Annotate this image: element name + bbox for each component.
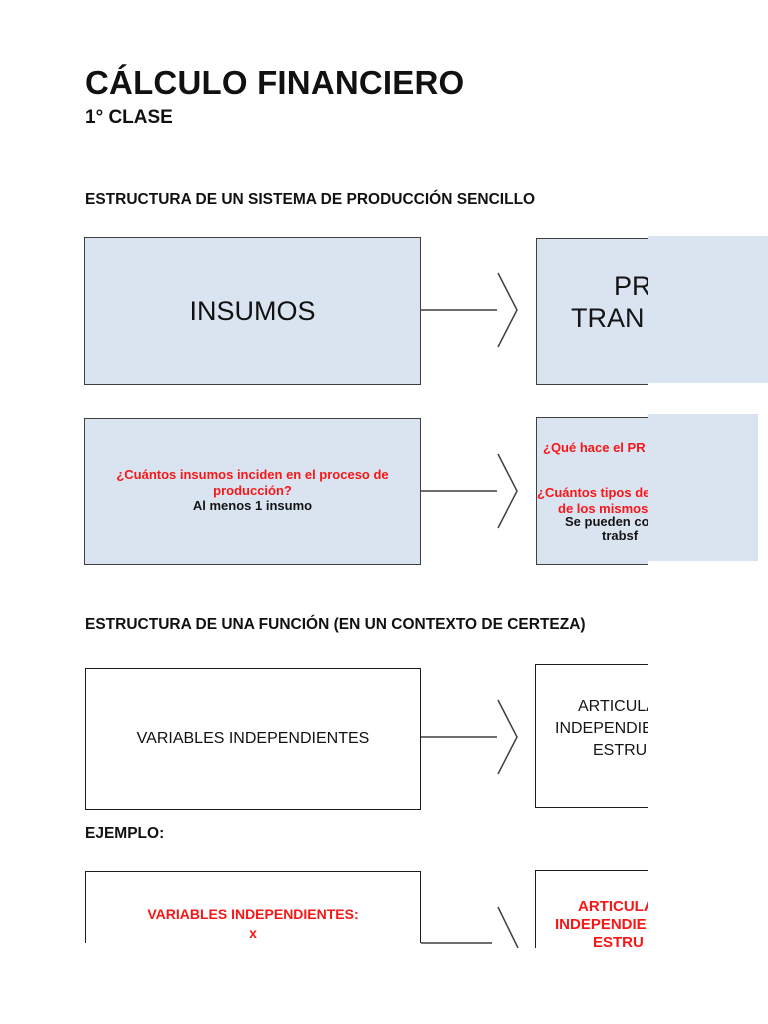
process-question-line: de los mismos (558, 501, 648, 516)
process-question-line: ¿Qué hace el PR (543, 440, 646, 455)
example-articulation-box (535, 870, 648, 948)
process-box-line: PR (614, 271, 648, 301)
example-variables-box: VARIABLES INDEPENDIENTES: x (85, 871, 421, 943)
process-box-line: TRAN (571, 303, 645, 333)
process-question-line: Se pueden co (565, 514, 648, 529)
example-variables-line: x (249, 925, 257, 941)
example-variables-line: VARIABLES INDEPENDIENTES: (147, 906, 359, 922)
insumos-label: INSUMOS (189, 295, 316, 326)
articulation-line: ARTICULA (578, 698, 648, 715)
articulation-line: INDEPENDIE (555, 720, 648, 737)
variables-box: VARIABLES INDEPENDIENTES (85, 668, 421, 810)
question-line: ¿Cuántos insumos inciden en el proceso d… (116, 467, 389, 482)
process-box-fill (648, 236, 768, 383)
page-subtitle: 1° CLASE (85, 107, 173, 128)
articulation-line: ESTRU (593, 742, 648, 759)
insumos-box: INSUMOS (84, 237, 421, 385)
example-articulation-line: INDEPENDIE (555, 916, 647, 933)
process-question-line: ¿Cuántos tipos de (537, 485, 648, 500)
flow-arrow-icon (421, 272, 518, 348)
variables-label: VARIABLES INDEPENDIENTES (136, 730, 370, 747)
process-box (536, 238, 648, 385)
flow-arrow-icon (421, 906, 519, 948)
example-articulation-box-text: ARTICULA INDEPENDIE ESTRU (535, 870, 648, 948)
example-articulation-line: ARTICULA (578, 898, 648, 915)
page-title: CÁLCULO FINANCIERO (85, 64, 465, 101)
flow-arrow-icon (421, 699, 518, 775)
process-box-text: PR TRAN (537, 238, 648, 385)
insumos-question-box: ¿Cuántos insumos inciden en el proceso d… (84, 418, 421, 565)
question-line: producción? (213, 482, 292, 498)
articulation-box-text: ARTICULA INDEPENDIE ESTRU (535, 664, 648, 808)
example-articulation-line: ESTRU (593, 934, 644, 948)
answer-line: Al menos 1 insumo (192, 498, 313, 513)
section-heading-function: ESTRUCTURA DE UNA FUNCIÓN (EN UN CONTEXT… (85, 616, 586, 633)
articulation-box (535, 664, 648, 808)
process-question-box-text: ¿Qué hace el PR ¿Cuántos tipos de de los… (537, 417, 648, 565)
flow-arrow-icon (421, 453, 518, 529)
process-question-line: trabsf (602, 528, 639, 543)
section-heading-production: ESTRUCTURA DE UN SISTEMA DE PRODUCCIÓN S… (85, 191, 536, 208)
process-question-box (536, 417, 648, 565)
section-heading-example: EJEMPLO: (85, 825, 165, 842)
process-question-box-fill (648, 414, 758, 561)
